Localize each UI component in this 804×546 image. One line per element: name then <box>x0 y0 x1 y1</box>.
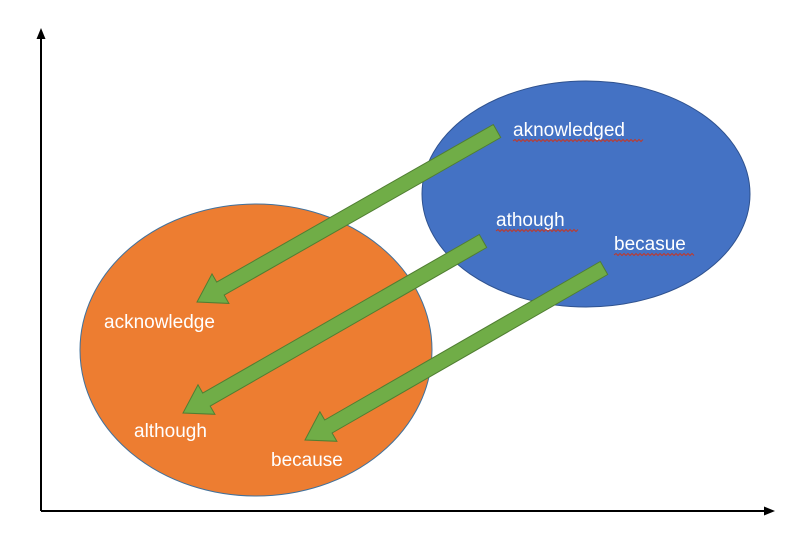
correct-word-because: because <box>271 450 343 471</box>
arrow-athough-to-although <box>182 233 488 415</box>
spellcheck-underline-becasue <box>613 252 695 257</box>
misspelled-words-ellipse <box>421 80 751 308</box>
misspelled-word-becasue: becasue <box>614 234 686 255</box>
spellcheck-underline-aknowledged <box>512 138 644 143</box>
axes <box>36 28 775 516</box>
correct-word-although: although <box>134 421 207 442</box>
correct-words-ellipse <box>79 203 433 497</box>
correct-word-acknowledge: acknowledge <box>104 312 215 333</box>
misspelled-word-athough: athough <box>496 210 565 231</box>
arrow-becasue-to-because <box>304 260 609 442</box>
misspelled-word-aknowledged: aknowledged <box>513 120 625 141</box>
correction-arrows <box>182 123 609 442</box>
spellcheck-underline-athough <box>495 228 579 233</box>
x-axis-arrowhead <box>764 506 775 516</box>
arrow-aknowledged-to-acknowledge <box>196 123 502 304</box>
y-axis-arrowhead <box>36 28 46 39</box>
